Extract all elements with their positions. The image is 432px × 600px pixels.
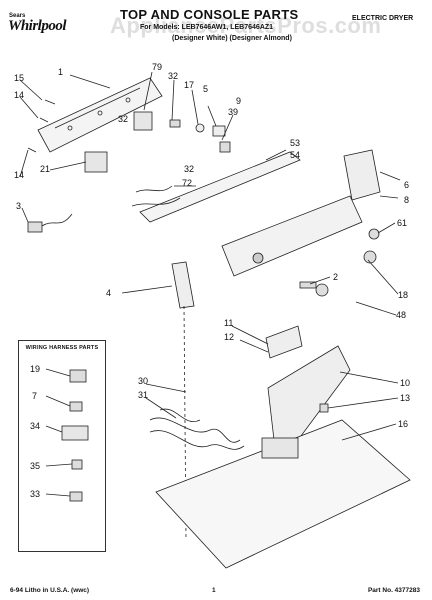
callout-30: 30 <box>138 376 148 386</box>
callout-79: 79 <box>152 62 162 72</box>
callout-18: 18 <box>398 290 408 300</box>
wiring-harness-title: WIRING HARNESS PARTS <box>25 345 99 351</box>
callout-6: 6 <box>404 180 409 190</box>
page-number: 1 <box>212 587 216 594</box>
terminal-block <box>27 221 43 233</box>
harness-callout-33: 33 <box>30 489 40 499</box>
page-title: TOP AND CONSOLE PARTS <box>120 7 299 22</box>
console-end-cap <box>343 149 381 201</box>
timer <box>84 151 108 173</box>
print-info: 6-94 Litho in U.S.A. (wwc) <box>10 587 90 594</box>
callout-72: 72 <box>182 178 192 188</box>
harness-callout-34: 34 <box>30 421 40 431</box>
console-backguard <box>221 195 363 277</box>
callout-11: 11 <box>224 318 233 328</box>
console-bracket <box>139 151 301 223</box>
callout-53: 53 <box>290 138 300 148</box>
product-type: ELECTRIC DRYER <box>352 15 414 22</box>
brand-logo: Whirlpool <box>8 18 67 34</box>
callout-21: 21 <box>40 164 50 174</box>
callout-3: 3 <box>16 201 21 211</box>
wiring-harness-box: WIRING HARNESS PARTS <box>18 340 106 552</box>
callout-5: 5 <box>203 84 208 94</box>
callout-61: 61 <box>397 218 407 228</box>
callout-39: 39 <box>228 107 238 117</box>
callout-32-mid: 32 <box>184 164 194 174</box>
callout-54: 54 <box>290 150 300 160</box>
callout-14: 14 <box>14 90 24 100</box>
callout-8: 8 <box>404 195 409 205</box>
callout-10: 10 <box>400 378 410 388</box>
callout-32-left: 32 <box>118 114 128 124</box>
callout-48: 48 <box>396 310 406 320</box>
callout-4: 4 <box>106 288 111 298</box>
callout-9: 9 <box>236 96 241 106</box>
harness-callout-7: 7 <box>32 391 37 401</box>
lint-screen-housing <box>265 325 303 359</box>
callout-32: 32 <box>168 71 178 81</box>
console-end-panel <box>171 261 195 309</box>
harness-callout-19: 19 <box>30 364 40 374</box>
callout-2: 2 <box>333 272 338 282</box>
watermark: AppliancePartsPros.com <box>110 13 382 38</box>
harness-callout-35: 35 <box>30 461 40 471</box>
callout-15: 15 <box>14 73 24 83</box>
callout-13: 13 <box>400 393 410 403</box>
color-variants: (Designer White) (Designer Almond) <box>172 35 292 42</box>
callout-16: 16 <box>398 419 408 429</box>
callout-1: 1 <box>58 67 63 77</box>
callout-14-lower: 14 <box>14 170 24 180</box>
selector-switch <box>133 111 153 131</box>
callout-12: 12 <box>224 332 234 342</box>
callout-31: 31 <box>138 390 148 400</box>
callout-17: 17 <box>184 80 194 90</box>
brand-small-logo: Sears <box>9 13 26 19</box>
model-numbers: For Models: LEB7646AW1, LEB7646AZ1 <box>140 24 274 31</box>
part-number: Part No. 4377283 <box>367 587 420 594</box>
